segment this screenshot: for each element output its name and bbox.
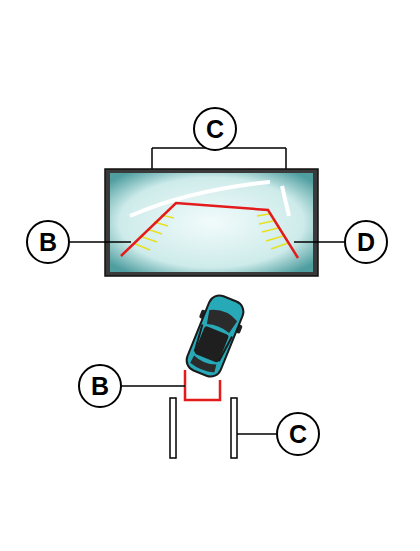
callout-letter: B	[39, 230, 57, 255]
leader-line	[237, 433, 276, 435]
callout-letter: B	[91, 374, 109, 399]
callout-letter: C	[289, 422, 307, 447]
circle-outline	[27, 221, 69, 263]
parking-lines	[170, 398, 237, 458]
car-top-view	[180, 291, 251, 382]
callout-circle: C	[193, 107, 237, 151]
circle-outline	[194, 108, 236, 150]
circle-outline	[345, 221, 387, 263]
distance-ticks	[133, 214, 288, 250]
circle-outline	[277, 413, 319, 455]
callout-circle: D	[344, 220, 388, 264]
leader-line	[70, 241, 131, 243]
rear-guide	[185, 370, 220, 400]
leader-line	[122, 385, 185, 387]
circle-outline	[79, 365, 121, 407]
callout-circle: C	[276, 412, 320, 456]
guide-line	[121, 203, 298, 258]
monitor-frame	[105, 169, 318, 276]
road-line	[130, 182, 270, 216]
leader-line	[294, 241, 344, 243]
callout-circle: B	[78, 364, 122, 408]
callout-letter: D	[357, 230, 375, 255]
road-line	[282, 186, 289, 216]
monitor-screen	[110, 173, 313, 272]
callout-letter: C	[206, 117, 224, 142]
callout-circle: B	[26, 220, 70, 264]
